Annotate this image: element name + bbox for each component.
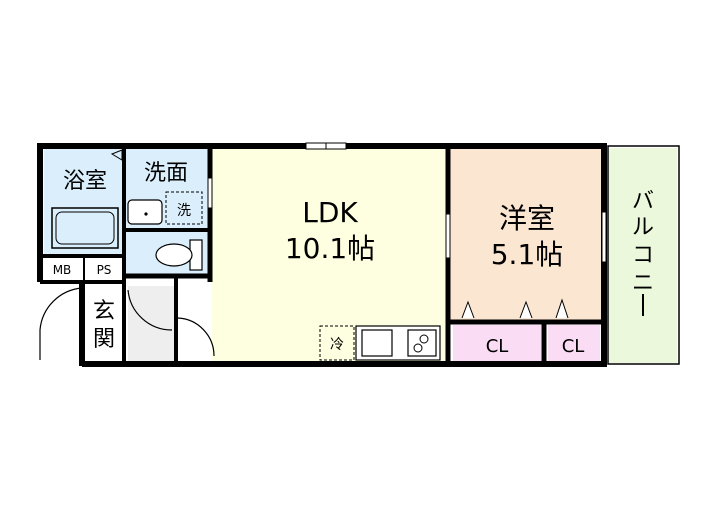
closet-markers xyxy=(461,298,569,319)
western-room-area xyxy=(448,148,604,320)
balcony-label-3: コ xyxy=(632,243,654,268)
balcony-label-5 xyxy=(642,294,644,316)
western-room-label: 洋室 xyxy=(499,202,555,235)
washer-space xyxy=(165,191,203,225)
closet-2-area xyxy=(548,325,600,362)
bathtub xyxy=(51,207,119,249)
swing-doors xyxy=(39,287,215,360)
fridge-space xyxy=(319,325,355,361)
balcony-label-1: バ xyxy=(632,189,654,214)
bath-label: 浴室 xyxy=(63,169,107,194)
closet-2-label: CL xyxy=(562,336,585,357)
entrance-label-1: 玄 xyxy=(93,299,115,324)
western-room-size-label: 5.1帖 xyxy=(491,238,564,271)
window xyxy=(305,142,347,150)
fridge-label: 冷 xyxy=(330,337,344,353)
bath-corner-mark xyxy=(110,149,123,161)
kitchen-counter xyxy=(355,325,441,361)
closet-1-label: CL xyxy=(486,336,509,357)
mb-label: MB xyxy=(53,263,72,277)
toilet xyxy=(155,239,203,271)
balcony-label-5-text: ー xyxy=(643,321,644,323)
sliding-doors xyxy=(207,177,607,263)
bathroom-area xyxy=(44,148,124,254)
balcony-label-4: ニ xyxy=(632,271,654,296)
wash-basin xyxy=(127,199,163,225)
balcony-label-2: ル xyxy=(632,215,654,240)
washer-label: 洗 xyxy=(177,203,191,219)
entrance-label-2: 関 xyxy=(93,327,115,352)
washroom-label: 洗面 xyxy=(144,161,188,186)
closet-1-area xyxy=(453,325,541,362)
ldk-size-label: 10.1帖 xyxy=(285,232,375,265)
ldk-label: LDK xyxy=(302,196,358,229)
entrance-floor xyxy=(128,286,174,362)
ps-label: PS xyxy=(97,263,112,277)
balcony-area xyxy=(609,148,677,363)
